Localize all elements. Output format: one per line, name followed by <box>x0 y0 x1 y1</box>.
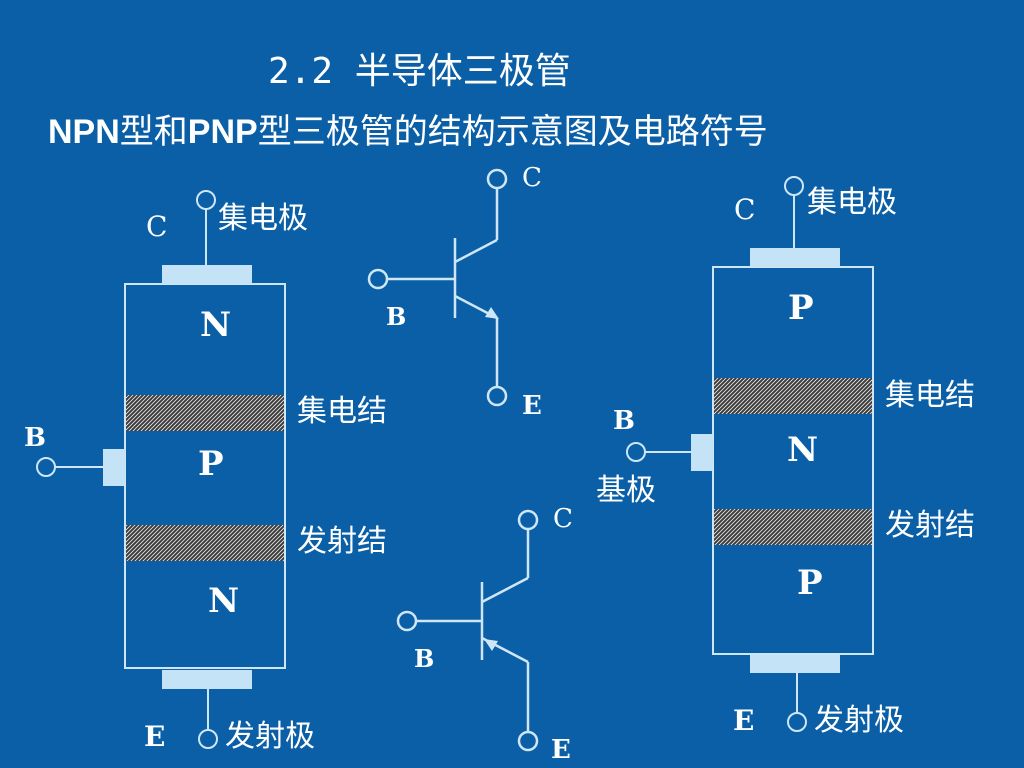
page-title: 2.2 半导体三极管 <box>268 51 571 92</box>
npn-symbol-c-terminal <box>486 168 508 190</box>
pnp-symbol-b-label: B <box>414 644 434 673</box>
pnp-emitter-label: 发射极 <box>814 703 904 738</box>
pnp-collector-junction <box>714 378 872 414</box>
npn-emitter-label: 发射极 <box>225 719 315 754</box>
npn-region-mid: P <box>198 444 224 484</box>
pnp-emitter-contact <box>750 655 840 673</box>
npn-collector-junction <box>126 395 284 431</box>
pnp-symbol-e-label: E <box>551 735 571 765</box>
pnp-terminal-b: B <box>613 406 635 436</box>
subtitle-npn: NPN <box>48 113 120 151</box>
npn-collector-junction-label: 集电结 <box>297 394 387 429</box>
pnp-symbol-b-terminal <box>396 610 418 632</box>
npn-symbol-c-label: C <box>522 163 542 193</box>
npn-symbol-b-label: B <box>386 302 406 331</box>
pnp-terminal-c: C <box>734 193 755 226</box>
npn-terminal-e: E <box>144 720 165 753</box>
npn-emitter-junction <box>126 525 284 561</box>
pnp-symbol-c-diagonal <box>481 576 529 604</box>
pnp-terminal-e: E <box>733 704 754 737</box>
npn-emitter-contact <box>162 670 252 689</box>
pnp-symbol-emitter-arrow <box>484 639 498 651</box>
pnp-symbol-c-label: C <box>553 504 573 534</box>
pnp-symbol <box>396 509 539 752</box>
subtitle-pnp: PNP <box>187 113 258 151</box>
npn-emitter-terminal <box>198 729 218 749</box>
pnp-region-mid: N <box>787 430 818 470</box>
npn-symbol-e-terminal <box>486 385 508 407</box>
pnp-base-contact <box>691 434 713 471</box>
npn-emitter-junction-label: 发射结 <box>297 524 387 559</box>
pnp-collector-junction-label: 集电结 <box>885 378 975 413</box>
npn-symbol-emitter-arrow <box>485 307 499 319</box>
pnp-symbol-c-terminal <box>517 509 539 531</box>
pnp-region-top: P <box>788 288 814 328</box>
pnp-base-terminal <box>626 442 646 462</box>
npn-collector-contact <box>162 265 252 284</box>
subtitle-part2: 型三极管的结构示意图及电路符号 <box>257 112 768 152</box>
npn-symbol-b-terminal <box>367 268 389 290</box>
npn-symbol <box>367 168 508 407</box>
npn-collector-label: 集电极 <box>218 201 308 236</box>
npn-region-top: N <box>200 305 231 345</box>
npn-terminal-c: C <box>146 210 167 243</box>
pnp-region-bottom: P <box>797 563 823 603</box>
pnp-symbol-e-terminal <box>517 730 539 752</box>
pnp-emitter-terminal <box>787 712 807 732</box>
pnp-emitter-junction <box>714 509 872 545</box>
npn-base-terminal <box>36 457 56 477</box>
pnp-base-label: 基极 <box>596 473 656 508</box>
page-subtitle: NPN型和PNP型三极管的结构示意图及电路符号 <box>48 104 768 153</box>
pnp-collector-label: 集电极 <box>807 185 897 220</box>
npn-collector-terminal <box>196 190 216 210</box>
npn-base-contact <box>103 449 125 486</box>
pnp-emitter-junction-label: 发射结 <box>885 508 975 543</box>
subtitle-part1: 型和 <box>119 112 188 152</box>
pnp-collector-terminal <box>784 176 804 196</box>
pnp-collector-contact <box>750 248 840 267</box>
npn-symbol-e-label: E <box>522 391 542 421</box>
npn-region-bottom: N <box>208 581 239 621</box>
npn-terminal-b: B <box>24 423 46 453</box>
npn-symbol-c-diagonal <box>454 238 498 264</box>
